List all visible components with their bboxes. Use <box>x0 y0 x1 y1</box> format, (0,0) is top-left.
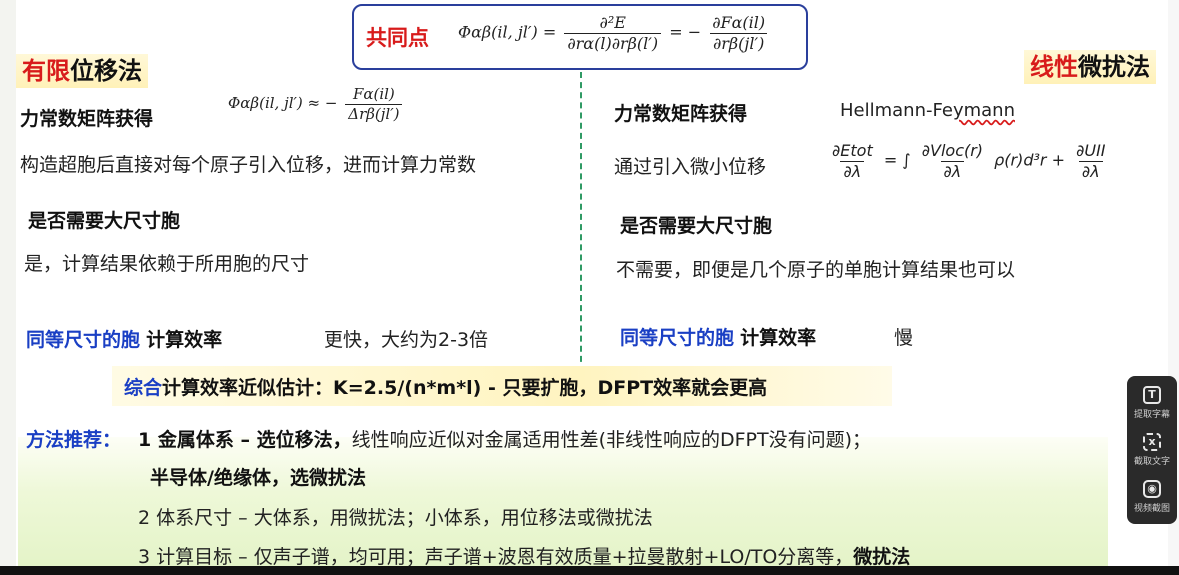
recommend-line-3: 2 体系尺寸 – 大体系，用微扰法；小体系，用位移法或微扰法 <box>138 507 653 529</box>
right-fc-heading: 力常数矩阵获得 <box>614 103 748 125</box>
common-point-box: 共同点 Φαβ(il, jl′) = ∂²E∂rα(l)∂rβ(l′) = − … <box>352 4 808 70</box>
recommend-background <box>18 437 1108 575</box>
right-formula-num-2: ∂Vloc(r) <box>921 141 984 160</box>
column-divider <box>580 72 582 372</box>
bottom-bar <box>0 566 1179 575</box>
text-extract-icon: x <box>1143 433 1161 451</box>
left-eff-blue: 同等尺寸的胞 <box>26 329 141 351</box>
left-efficiency: 同等尺寸的胞 计算效率 <box>26 325 222 352</box>
right-formula-den-2: ∂λ <box>940 160 965 181</box>
camera-icon: ◉ <box>1143 480 1161 498</box>
formula-den-1: ∂rα(l)∂rβ(l′) <box>564 32 662 53</box>
common-point-label: 共同点 <box>366 26 429 50</box>
left-eff-value: 更快，大约为2-3倍 <box>324 329 489 351</box>
left-need-answer: 是，计算结果依赖于所用胞的尺寸 <box>24 253 310 275</box>
left-need-heading: 是否需要大尺寸胞 <box>28 210 181 232</box>
left-title: 有限位移法 <box>16 54 148 88</box>
recommend-line-4-bold: 微扰法 <box>853 546 911 568</box>
left-title-red: 有限 <box>22 57 70 85</box>
right-formula: ∂Etot∂λ = ∫ ∂Vloc(r)∂λ ρ(r)d³r + ∂UII∂λ <box>826 142 1112 180</box>
recommend-line-1: 1 金属体系 – 选位移法，线性响应近似对金属适用性差(非线性响应的DFPT没有… <box>138 425 871 452</box>
right-title-red: 线性 <box>1030 53 1078 81</box>
recommend-label: 方法推荐： <box>26 429 122 451</box>
left-fc-heading: 力常数矩阵获得 <box>20 108 154 130</box>
summary-band <box>112 366 892 406</box>
right-efficiency: 同等尺寸的胞 计算效率 <box>620 323 816 350</box>
recommend-line-4-main: 3 计算目标 – 仅声子谱，均可用；声子谱+波恩有效质量+拉曼散射+LO/TO分… <box>138 546 854 568</box>
summary-rest: 计算效率近似估计：K=2.5/(n*m*l) - 只要扩胞，DFPT效率就会更高 <box>162 377 768 399</box>
right-eff-value: 慢 <box>894 327 914 349</box>
tool-label: 视频截图 <box>1133 504 1170 514</box>
hellmann-feymann-label: Hellmann-Feymann <box>840 100 1015 121</box>
tool-label: 提取字幕 <box>1133 410 1170 420</box>
right-intro-text: 通过引入微小位移 <box>614 156 767 178</box>
summary-blue: 综合 <box>124 377 163 399</box>
left-edge <box>0 0 16 575</box>
right-formula-num-3: ∂UII <box>1076 141 1106 160</box>
left-construct-text: 构造超胞后直接对每个原子引入位移，进而计算力常数 <box>20 154 477 176</box>
right-formula-den-1: ∂λ <box>840 160 865 181</box>
right-need-answer: 不需要，即便是几个原子的单胞计算结果也可以 <box>616 259 1016 281</box>
left-formula-den: Δrβ(jl′) <box>345 103 403 123</box>
right-eff-blue: 同等尺寸的胞 <box>620 327 735 349</box>
right-formula-rho: ρ(r)d³r + <box>994 150 1065 170</box>
formula-lhs: Φαβ(il, jl′) <box>458 22 538 42</box>
formula-num-2: ∂Fα(il) <box>712 13 766 32</box>
tool-extract-subtitles[interactable]: T 提取字幕 <box>1127 386 1177 420</box>
right-edge <box>1168 0 1179 566</box>
left-formula-lhs: Φαβ(il, jl′) ≈ − <box>228 94 338 112</box>
left-eff-label: 计算效率 <box>146 329 223 351</box>
formula-den-2: ∂rβ(jl′) <box>709 32 768 53</box>
left-fc-formula: Φαβ(il, jl′) ≈ − Fα(il)Δrβ(jl′) <box>228 86 405 122</box>
right-eff-label: 计算效率 <box>740 327 817 349</box>
recommend-line-1-bold: 1 金属体系 – 选位移法， <box>138 429 352 451</box>
right-need-heading: 是否需要大尺寸胞 <box>620 215 773 237</box>
formula-num-1: ∂²E <box>599 13 626 32</box>
right-formula-num-1: ∂Etot <box>832 141 873 160</box>
recommend-line-1-rest: 线性响应近似对金属适用性差(非线性响应的DFPT没有问题)； <box>351 429 872 451</box>
recommend-line-4: 3 计算目标 – 仅声子谱，均可用；声子谱+波恩有效质量+拉曼散射+LO/TO分… <box>138 542 910 569</box>
side-tool-panel: T 提取字幕 x 截取文字 ◉ 视频截图 <box>1127 376 1177 524</box>
left-formula-num: Fα(il) <box>352 85 395 103</box>
summary-text: 综合计算效率近似估计：K=2.5/(n*m*l) - 只要扩胞，DFPT效率就会… <box>124 373 767 400</box>
right-formula-den-3: ∂λ <box>1078 160 1103 181</box>
recommend-line-2: 半导体/绝缘体，选微扰法 <box>150 467 366 489</box>
subtitle-icon: T <box>1143 386 1161 404</box>
common-point-formula: Φαβ(il, jl′) = ∂²E∂rα(l)∂rβ(l′) = − ∂Fα(… <box>458 14 771 52</box>
right-title: 线性微扰法 <box>1024 50 1156 84</box>
tool-capture-text[interactable]: x 截取文字 <box>1127 433 1177 467</box>
tool-video-screenshot[interactable]: ◉ 视频截图 <box>1127 480 1177 514</box>
tool-label: 截取文字 <box>1133 457 1170 467</box>
left-title-rest: 位移法 <box>70 57 142 85</box>
right-title-rest: 微扰法 <box>1078 53 1150 81</box>
